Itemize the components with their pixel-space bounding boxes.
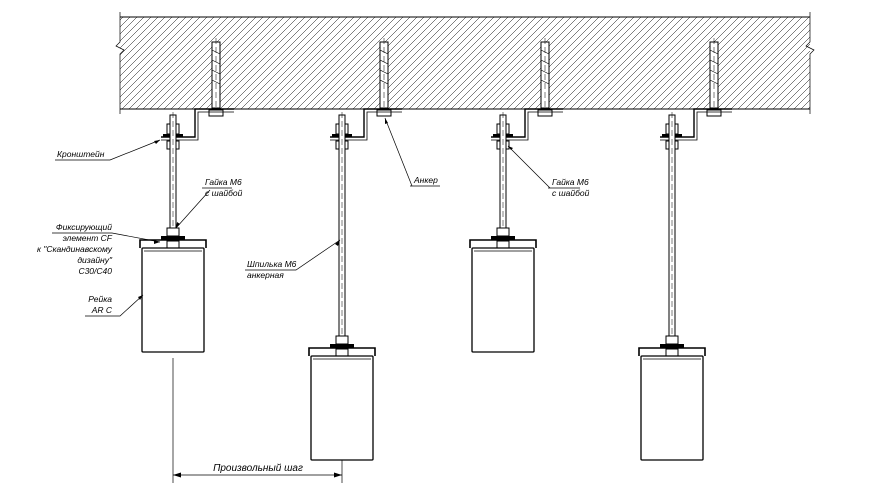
annotation-labels: Кронштейн Гайка М6 с шайбой Анкер Гайка … — [37, 149, 590, 474]
unit-3-clip-washer — [491, 236, 515, 240]
label-clip-line4: дизайну" — [77, 255, 113, 265]
unit-3-clip-nut-bottom — [496, 240, 510, 249]
label-clip-line2: элемент CF — [63, 233, 113, 243]
unit-1-anchor-thread — [211, 49, 221, 85]
unit-2-rail — [310, 355, 374, 461]
unit-3-rail — [471, 247, 535, 353]
label-nut-left-line1: Гайка М6 — [205, 177, 242, 187]
unit-3-anchor-nut — [537, 109, 553, 117]
unit-1-rail — [141, 247, 205, 353]
unit-1-clip-nut-top — [166, 227, 180, 237]
unit-2-anchor-nut — [376, 109, 392, 117]
label-clip-line1: Фиксирующий — [56, 222, 112, 232]
unit-4-clip-nut-bottom — [665, 348, 679, 357]
unit-2-clip-nut-top — [335, 335, 349, 345]
unit-1-clip-nut-bottom — [166, 240, 180, 249]
label-pitch: Произвольный шаг — [213, 463, 303, 474]
unit-3-anchor-thread — [540, 49, 550, 85]
leader-lines — [52, 117, 580, 317]
suspension-assemblies — [139, 38, 732, 461]
unit-2-clip-nut-bottom — [335, 348, 349, 357]
unit-3-bracket-inner — [491, 111, 563, 141]
label-bracket: Кронштейн — [57, 149, 105, 159]
label-clip-line5: C30/C40 — [78, 266, 112, 276]
unit-4-anchor-thread — [709, 49, 719, 85]
label-clip-line3: к "Скандинавскому — [37, 244, 113, 254]
label-rod-line2: анкерная — [247, 270, 284, 280]
unit-1-clip-washer — [161, 236, 185, 240]
unit-2-clip-washer — [330, 344, 354, 348]
unit-4-clip-nut-top — [665, 335, 679, 345]
label-anchor: Анкер — [413, 175, 438, 185]
unit-1-anchor-nut — [208, 109, 224, 117]
label-nut-right-line1: Гайка М6 — [552, 177, 589, 187]
unit-2-bracket-inner — [330, 111, 402, 141]
unit-4-anchor-nut — [706, 109, 722, 117]
pitch-dimension — [172, 358, 343, 483]
unit-1-bracket-inner — [161, 111, 234, 141]
label-nut-left-line2: с шайбой — [205, 188, 243, 198]
label-rod-line1: Шпилька М6 — [247, 259, 297, 269]
label-rail-line1: Рейка — [88, 294, 112, 304]
unit-4-bracket-inner — [660, 111, 732, 141]
concrete-slab — [115, 12, 815, 114]
unit-3-clip-nut-top — [496, 227, 510, 237]
unit-2-anchor-thread — [379, 49, 389, 85]
unit-4-rail — [640, 355, 704, 461]
label-nut-right-line2: с шайбой — [552, 188, 590, 198]
unit-4-clip-washer — [660, 344, 684, 348]
label-rail-line2: AR C — [91, 305, 113, 315]
